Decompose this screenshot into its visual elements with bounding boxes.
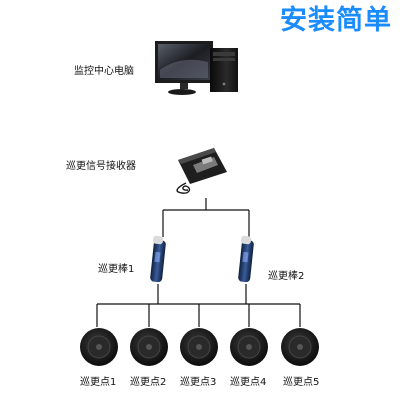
page-title: 安装简单 [280, 5, 392, 36]
checkpoint-disc-icon [281, 328, 319, 366]
patrol-wand-1 [150, 235, 166, 283]
checkpoint-2-label: 巡更点2 [130, 377, 167, 388]
wand-2-label: 巡更棒2 [268, 271, 305, 282]
checkpoint-1-label: 巡更点1 [80, 377, 117, 388]
checkpoint-4-label: 巡更点4 [230, 377, 267, 388]
checkpoint-disc-icon [80, 328, 118, 366]
checkpoint-5-label: 巡更点5 [283, 377, 320, 388]
checkpoint-disc-icon [230, 328, 268, 366]
checkpoint-disc-icon [180, 328, 218, 366]
computer-label: 监控中心电脑 [74, 66, 134, 77]
receiver-to-wands-connector [162, 198, 250, 237]
checkpoint-disc-icon [130, 328, 168, 366]
wands-to-points-connector [96, 284, 301, 327]
wand-1-label: 巡更棒1 [98, 264, 135, 275]
usb-receiver-icon [176, 148, 227, 194]
desktop-computer-icon [155, 41, 238, 95]
checkpoint-3-label: 巡更点3 [180, 377, 217, 388]
checkpoint-discs [80, 328, 319, 366]
patrol-wand-2 [238, 235, 254, 283]
receiver-label: 巡更信号接收器 [66, 161, 136, 172]
